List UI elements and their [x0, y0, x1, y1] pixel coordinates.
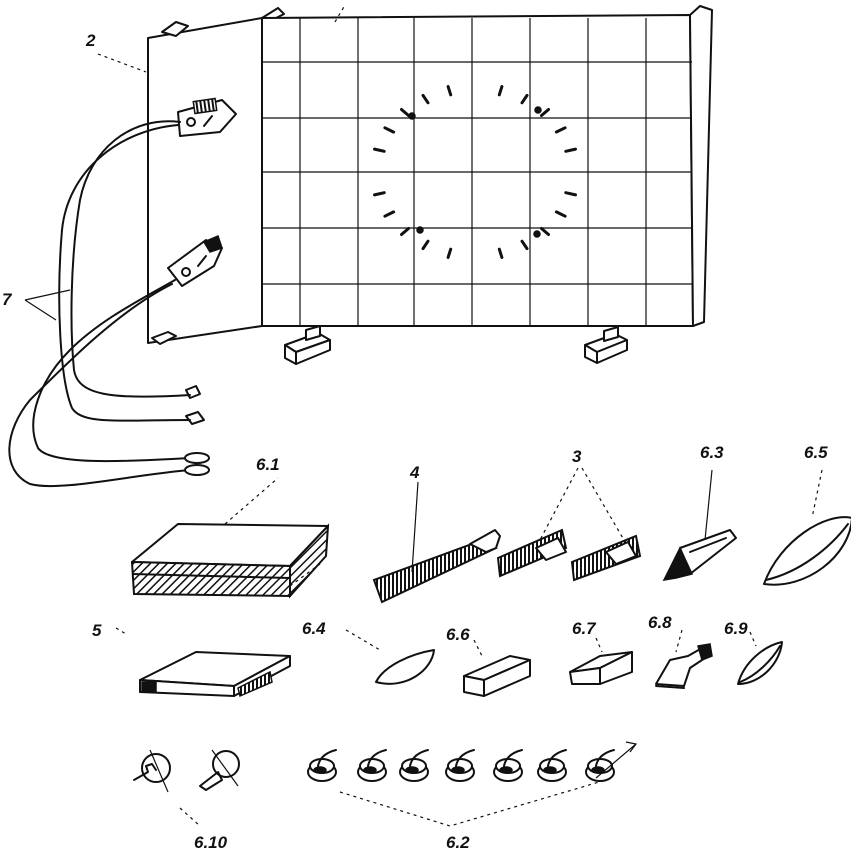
terminal-lower — [167, 234, 223, 287]
label-clips: 3 — [572, 447, 582, 466]
label-lamps: 6.10 — [194, 833, 228, 852]
prism-holder — [662, 469, 737, 581]
circle-tick — [400, 227, 410, 236]
label-board: 2 — [85, 31, 96, 50]
circle-tick — [520, 239, 529, 251]
board-grid-lines — [262, 18, 692, 326]
circle-tick — [540, 108, 550, 117]
magnet-holders — [307, 749, 615, 782]
screen-stand — [115, 627, 291, 698]
label-prism: 6.3 — [700, 443, 724, 462]
circle-tick — [421, 239, 430, 251]
magnet-holder — [399, 749, 429, 782]
circle-tick — [400, 108, 410, 117]
circle-tick — [421, 93, 430, 105]
circle-tick — [554, 126, 567, 134]
small-lens — [737, 631, 783, 685]
label-bar: 6.6 — [446, 625, 470, 644]
circle-tick — [554, 210, 567, 218]
board-foot-left — [284, 325, 331, 365]
large-lens — [763, 469, 851, 586]
half-lens — [345, 629, 435, 685]
label-screen: 5 — [92, 621, 102, 640]
connecting-wires — [8, 120, 210, 488]
circle-tick — [564, 191, 577, 197]
circle-tick — [540, 227, 550, 236]
label-holder: 6.8 — [648, 613, 672, 632]
label-magnets: 6.2 — [446, 833, 470, 852]
circle-tick — [497, 85, 504, 97]
label-wires: 7 — [2, 290, 13, 309]
circle-tick — [373, 147, 386, 153]
magnet-holder — [537, 749, 567, 782]
circle-tick — [446, 85, 453, 97]
board-side-panel — [147, 17, 263, 344]
circle-tick — [497, 247, 504, 259]
circle-tick — [520, 93, 529, 105]
board-circle-marks — [373, 85, 577, 259]
wedge-prism — [569, 637, 633, 685]
small-holder — [655, 629, 713, 689]
circle-tick — [446, 247, 453, 259]
circle-tick — [564, 147, 577, 153]
magnet-holder — [307, 749, 337, 782]
bar-block — [463, 639, 531, 697]
label-half-lens: 6.4 — [302, 619, 326, 638]
board-foot-right — [584, 326, 628, 364]
circle-tick — [383, 210, 396, 218]
magnet-holder — [357, 749, 387, 782]
label-big-lens: 6.5 — [804, 443, 828, 462]
circle-tick — [373, 191, 386, 197]
label-ruler: 4 — [409, 463, 420, 482]
glass-plate — [130, 477, 330, 599]
magnet-holder — [445, 749, 475, 782]
label-wedge: 6.7 — [572, 619, 597, 638]
ruler-scale — [372, 481, 501, 604]
magnet-holder — [493, 749, 523, 782]
lamp-holders — [133, 749, 240, 827]
circle-tick — [383, 126, 396, 134]
terminal-upper — [177, 97, 237, 137]
clip-right — [570, 534, 642, 582]
label-small-lens: 6.9 — [724, 619, 748, 638]
label-plate: 6.1 — [256, 455, 280, 474]
grid-board — [147, 4, 713, 365]
clip-left — [496, 528, 568, 578]
